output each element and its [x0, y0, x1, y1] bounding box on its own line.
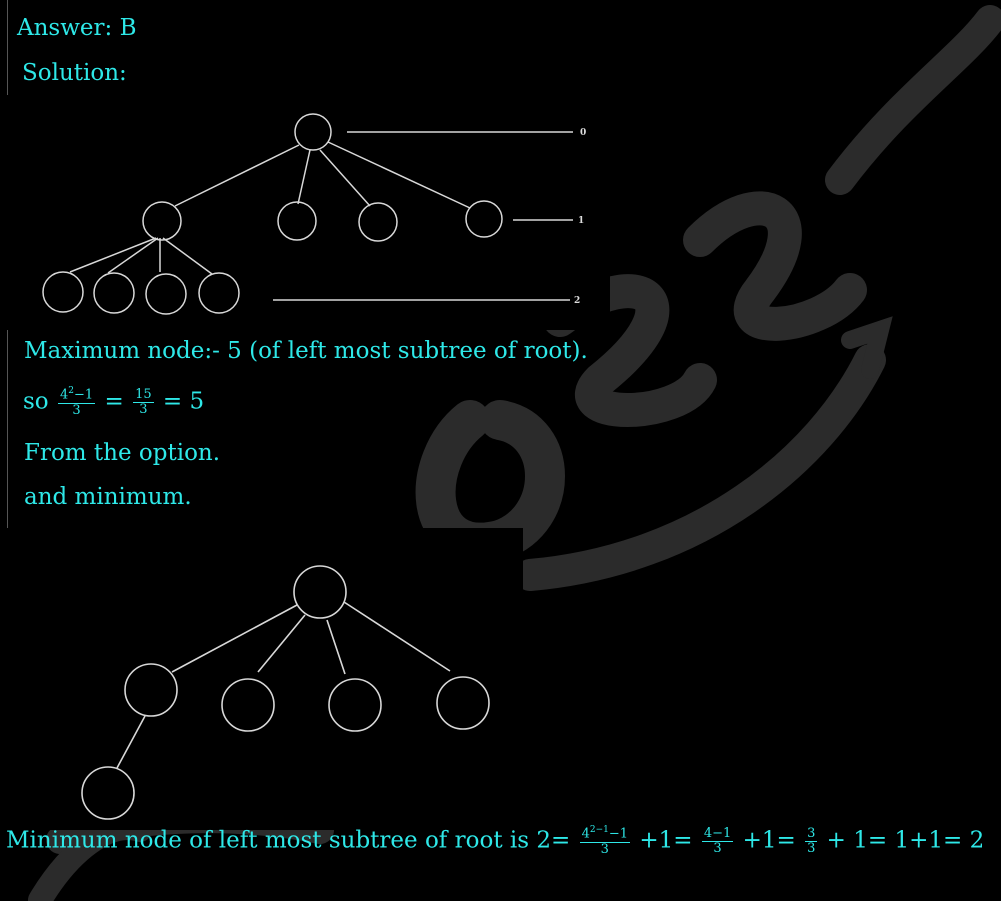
node2-g1 — [81, 766, 135, 820]
level-label-0: 0 — [580, 128, 586, 138]
level-label-2: 2 — [574, 296, 580, 306]
edge-root-child3 — [319, 149, 371, 207]
and-minimum-text: and minimum. — [24, 484, 192, 510]
edge2-c1-g1 — [116, 715, 146, 769]
node-c1 — [142, 201, 182, 241]
edge2-root-child4 — [343, 601, 451, 672]
node2-c2 — [221, 678, 275, 732]
fraction-2: 15 3 — [133, 386, 154, 417]
node2-c3 — [328, 678, 382, 732]
min-fraction-1: 42−1−1 3 — [579, 825, 631, 857]
edge-c1-g2 — [107, 237, 159, 274]
node-g3 — [145, 273, 187, 315]
from-option-text: From the option. — [24, 440, 221, 466]
edge-c1-g4 — [162, 237, 213, 275]
left-margin-line — [7, 0, 8, 770]
so-label: so — [23, 388, 49, 415]
edge-c1-g1 — [69, 237, 157, 273]
node2-root — [293, 565, 347, 619]
min-formula: Minimum node of left most subtree of roo… — [6, 825, 985, 857]
max-formula: so 42−1 3 = 15 3 = 5 — [23, 386, 205, 418]
level-label-1: 1 — [578, 216, 584, 226]
node2-c4 — [436, 676, 490, 730]
solution-heading: Solution: — [22, 60, 127, 86]
min-fraction-3: 3 3 — [805, 825, 818, 856]
node-root — [294, 113, 332, 151]
edge-root-child2 — [297, 149, 311, 205]
node-g4 — [198, 272, 240, 314]
edge2-root-child3 — [326, 619, 346, 675]
edge2-root-child2 — [257, 614, 306, 673]
fraction-1: 42−1 3 — [57, 386, 96, 418]
min-prefix: Minimum node of left most subtree of roo… — [6, 827, 571, 854]
node-g1 — [42, 271, 84, 313]
node-c2 — [277, 201, 317, 241]
max-node-text: Maximum node:- 5 (of left most subtree o… — [24, 338, 588, 364]
edge-root-child1 — [174, 144, 300, 207]
answer-text: Answer: B — [17, 15, 137, 41]
node-g2 — [93, 272, 135, 314]
node2-c1 — [124, 663, 178, 717]
edge-root-child4 — [327, 141, 471, 209]
min-fraction-2: 4−1 3 — [701, 825, 734, 856]
node-c4 — [465, 200, 503, 238]
node-c3 — [358, 202, 398, 242]
edge2-root-child1 — [171, 604, 298, 673]
